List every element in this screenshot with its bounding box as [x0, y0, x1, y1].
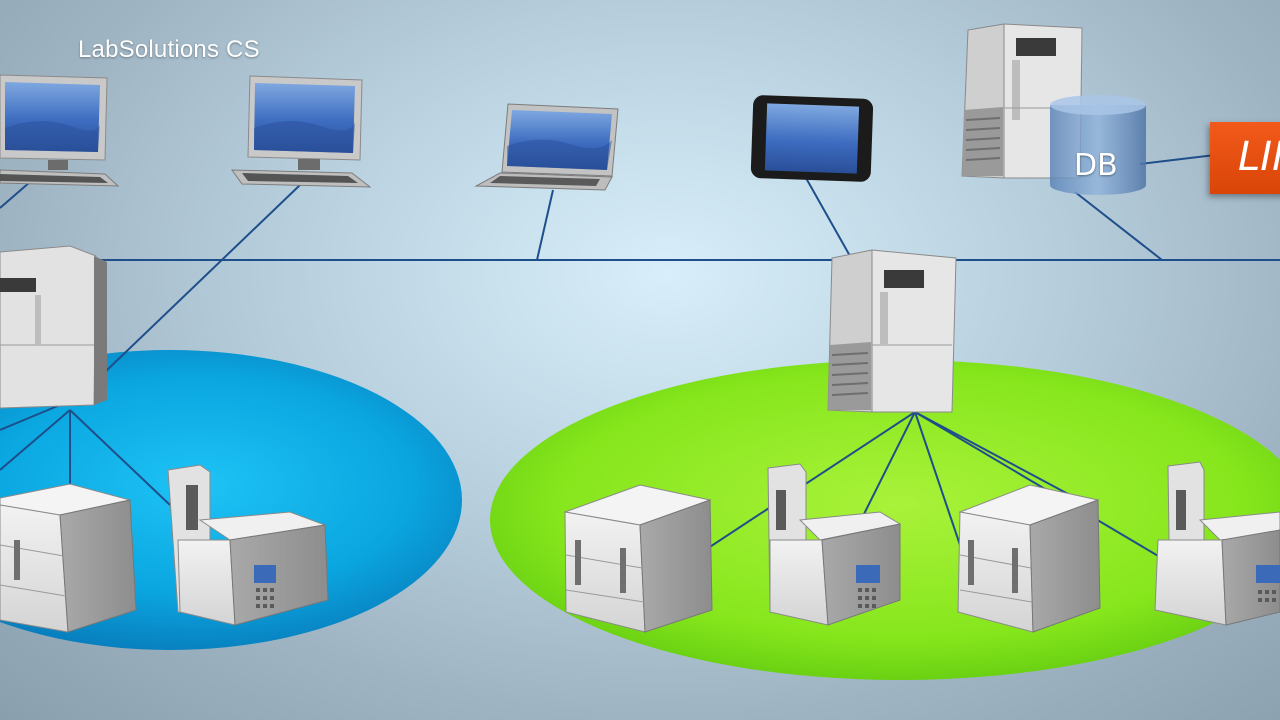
network-lines [0, 154, 1280, 561]
green-gc-instrument-1 [767, 463, 902, 626]
desktop-pc-1 [0, 74, 120, 187]
laptop [474, 103, 619, 191]
green-gc-instrument-2 [1154, 461, 1280, 626]
center-server [827, 249, 957, 413]
database-cylinder [1050, 95, 1146, 195]
lims-box: LIMS [1210, 122, 1280, 194]
desktop-pc-2 [231, 75, 372, 188]
green-lc-instrument-2 [957, 484, 1101, 633]
left-server [0, 245, 107, 409]
lims-label: LIMS [1238, 134, 1280, 180]
database-label: DB [1074, 148, 1118, 183]
green-lc-instrument-1 [563, 484, 713, 633]
blue-gc-instrument [167, 464, 329, 626]
diagram-title: LabSolutions CS [78, 36, 260, 63]
blue-lc-instrument [0, 483, 137, 633]
tablet [750, 95, 874, 182]
